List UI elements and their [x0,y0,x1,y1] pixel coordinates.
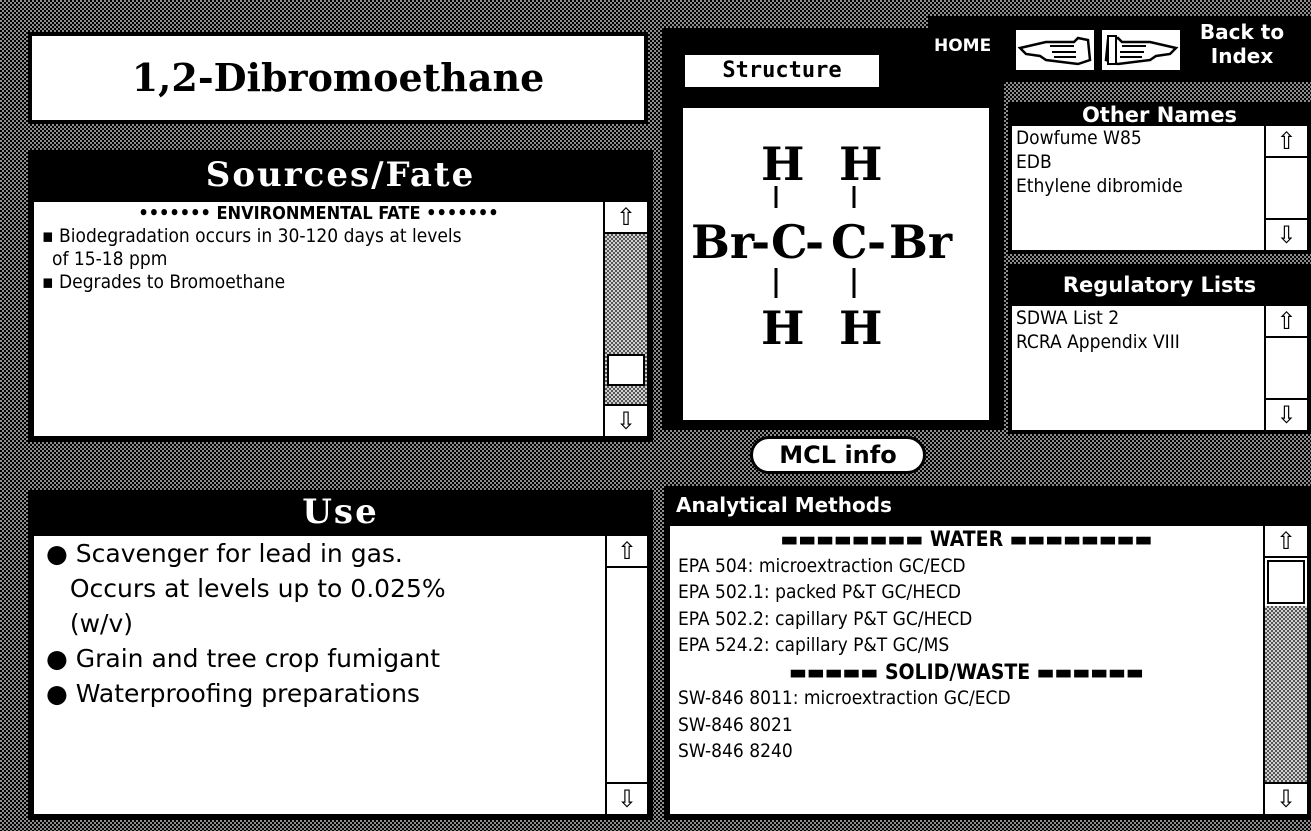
list-item: Occurs at levels up to 0.025% [46,574,446,603]
scroll-down-arrow-icon[interactable]: ⇩ [1266,398,1307,430]
atom-h-top-right: H [839,137,882,191]
list-item: ● Scavenger for lead in gas. [46,539,403,568]
list-item: ▪ Degrades to Bromoethane [42,271,286,293]
scroll-up-arrow-icon[interactable]: ⇧ [605,202,647,234]
atom-h-bottom-left: H [761,301,804,355]
use-scrollbar[interactable]: ⇧ ⇩ [605,536,647,814]
other-names-list[interactable]: Dowfume W85 EDB Ethylene dibromide [1012,126,1264,250]
regulatory-lists-list[interactable]: SDWA List 2 RCRA Appendix VIII [1012,306,1264,430]
compound-title: 1,2-Dibromoethane [131,55,545,100]
sources-fate-panel: Sources/Fate ••••••• ENVIRONMENTAL FATE … [28,150,653,442]
molecule-drawing: H H Br - C - C - Br H H [691,137,953,355]
bond-left: - [751,215,770,269]
scroll-thumb[interactable] [1267,560,1305,604]
bond-middle: - [805,215,824,269]
list-item: EPA 502.2: capillary P&T GC/HECD [678,607,973,630]
list-item: ▬▬▬▬▬ SOLID/WASTE ▬▬▬▬▬▬ [789,659,1144,684]
scroll-up-arrow-icon[interactable]: ⇧ [1266,126,1307,158]
list-item: ● Waterproofing preparations [46,679,420,708]
list-item: (w/v) [46,609,134,638]
use-header: Use [302,492,379,532]
scroll-thumb[interactable] [607,354,645,386]
previous-card-button[interactable] [1014,28,1096,72]
list-item: EPA 504: microextraction GC/ECD [678,554,966,577]
list-item: ••••••• ENVIRONMENTAL FATE ••••••• [138,203,499,224]
home-button[interactable]: HOME [934,36,992,56]
list-item: EPA 524.2: capillary P&T GC/MS [678,634,950,656]
scroll-down-arrow-icon[interactable]: ⇩ [1265,782,1307,814]
scroll-up-arrow-icon[interactable]: ⇧ [1266,306,1307,338]
list-item: Dowfume W85 [1016,127,1142,149]
other-names-header: Other Names [1081,103,1238,127]
analytical-methods-panel: Analytical Methods ▬▬▬▬▬▬▬▬ WATER ▬▬▬▬▬▬… [664,486,1311,820]
sources-fate-text[interactable]: ••••••• ENVIRONMENTAL FATE ••••••• ▪ Bio… [34,202,603,436]
list-item: ● Grain and tree crop fumigant [46,644,441,673]
list-item: SDWA List 2 [1016,307,1120,329]
atom-h-top-left: H [761,137,804,191]
compound-title-box: 1,2-Dibromoethane [28,32,648,124]
structure-diagram: H H Br - C - C - Br H H [680,105,992,423]
list-item: SW-846 8021 [678,713,793,736]
analytical-methods-list[interactable]: ▬▬▬▬▬▬▬▬ WATER ▬▬▬▬▬▬▬▬ EPA 504: microex… [670,526,1263,814]
hand-pointing-left-icon [1017,36,1092,66]
atom-h-bottom-right: H [839,301,882,355]
regulatory-lists-scrollbar[interactable]: ⇧ ⇩ [1264,306,1307,430]
list-item: EDB [1016,151,1052,173]
regulatory-lists-header: Regulatory Lists [1062,273,1257,297]
next-card-button[interactable] [1100,28,1182,72]
structure-label: Structure [682,52,882,90]
use-panel: Use ● Scavenger for lead in gas. Occurs … [28,490,653,820]
list-item: ▬▬▬▬▬▬▬▬ WATER ▬▬▬▬▬▬▬▬ [780,527,1153,551]
list-item: of 15-18 ppm [52,248,168,270]
analytical-methods-header: Analytical Methods [676,493,892,517]
list-item: ▪ Biodegradation occurs in 30-120 days a… [42,225,462,247]
back-to-index-button[interactable]: Back to Index [1182,20,1302,68]
atom-c-right: C [831,215,868,269]
scroll-track[interactable] [605,234,647,404]
other-names-panel: Other Names Dowfume W85 EDB Ethylene dib… [1008,102,1311,254]
scroll-down-arrow-icon[interactable]: ⇩ [1266,218,1307,250]
scroll-down-arrow-icon[interactable]: ⇩ [605,404,647,436]
sources-fate-header: Sources/Fate [205,155,476,195]
sources-fate-scrollbar[interactable]: ⇧ ⇩ [603,202,647,436]
scroll-up-arrow-icon[interactable]: ⇧ [1265,526,1307,558]
scroll-up-arrow-icon[interactable]: ⇧ [607,536,647,568]
hand-pointing-right-icon [1104,35,1179,66]
list-item: EPA 502.1: packed P&T GC/HECD [678,581,962,603]
atom-c-left: C [771,215,808,269]
atom-br-left: Br [691,215,755,269]
list-item: Ethylene dibromide [1016,175,1183,197]
back-label-line1: Back to [1199,20,1285,44]
scroll-down-arrow-icon[interactable]: ⇩ [607,782,647,814]
bond-right: - [867,215,886,269]
other-names-scrollbar[interactable]: ⇧ ⇩ [1264,126,1307,250]
analytical-methods-scrollbar[interactable]: ⇧ ⇩ [1263,526,1307,814]
list-item: RCRA Appendix VIII [1016,331,1180,353]
list-item: SW-846 8011: microextraction GC/ECD [678,687,1011,709]
scroll-track[interactable] [1265,606,1307,782]
back-label-line2: Index [1210,44,1274,68]
mcl-info-button[interactable]: MCL info [750,436,926,474]
use-text[interactable]: ● Scavenger for lead in gas. Occurs at l… [34,536,605,814]
list-item: SW-846 8240 [678,740,793,762]
regulatory-lists-panel: Regulatory Lists SDWA List 2 RCRA Append… [1008,264,1311,434]
atom-br-right: Br [889,215,953,269]
